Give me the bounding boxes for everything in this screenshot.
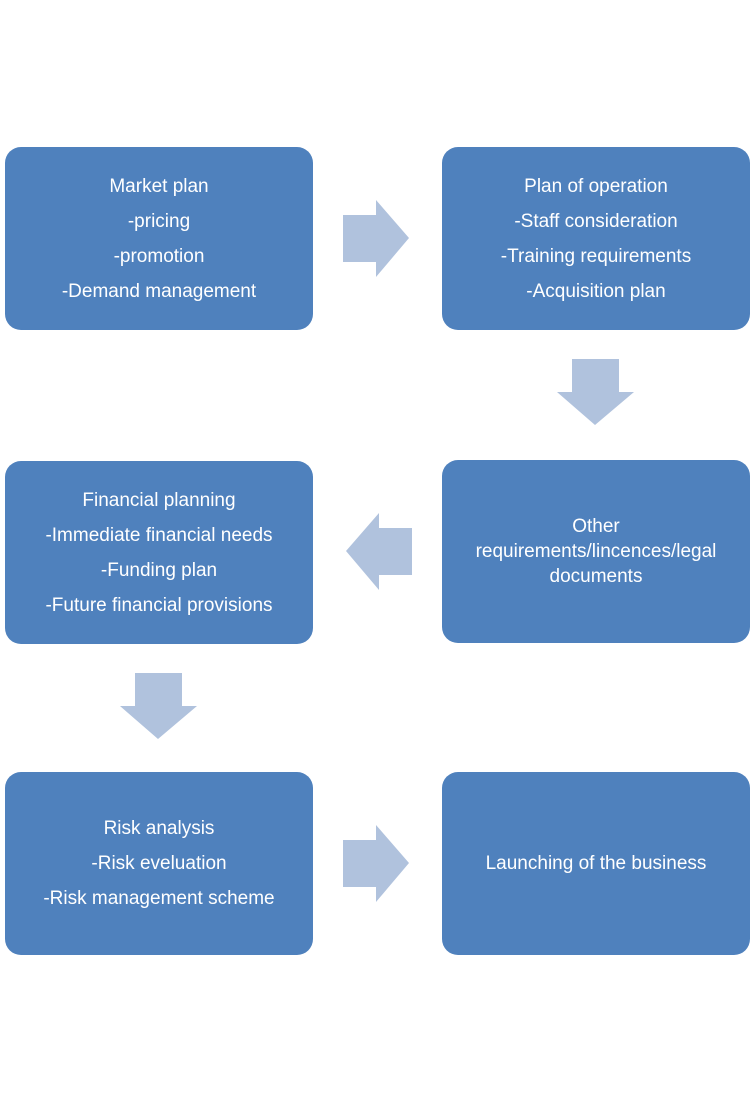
step-title: Risk analysis bbox=[103, 818, 215, 839]
step-title: Financial planning bbox=[82, 489, 236, 511]
step-item: -Funding plan bbox=[100, 559, 218, 581]
step-item: -Risk management scheme bbox=[43, 888, 275, 909]
step-risk-analysis: Risk analysis -Risk eveluation -Risk man… bbox=[5, 772, 313, 955]
step-item: requirements/lincences/legal bbox=[475, 541, 717, 562]
step-title: Market plan bbox=[109, 175, 209, 197]
step-title: Plan of operation bbox=[524, 175, 668, 197]
step-item: -Future financial provisions bbox=[45, 594, 273, 616]
step-item: -Risk eveluation bbox=[91, 853, 227, 874]
step-other-requirements: Other requirements/lincences/legal docum… bbox=[442, 460, 750, 643]
step-item: -Immediate financial needs bbox=[45, 524, 273, 546]
step-item: documents bbox=[549, 566, 643, 587]
step-plan-of-operation: Plan of operation -Staff consideration -… bbox=[442, 147, 750, 330]
arrow-left-icon bbox=[346, 513, 412, 590]
step-item: -Staff consideration bbox=[514, 210, 678, 232]
arrow-right-icon bbox=[343, 825, 409, 902]
step-title: Launching of the business bbox=[485, 853, 707, 874]
step-market-plan: Market plan -pricing -promotion -Demand … bbox=[5, 147, 313, 330]
step-item: -Acquisition plan bbox=[526, 280, 666, 302]
step-item: -promotion bbox=[113, 245, 205, 267]
step-item: -Training requirements bbox=[500, 245, 692, 267]
arrow-down-icon bbox=[120, 673, 197, 739]
step-item: -Demand management bbox=[61, 280, 257, 302]
arrow-down-icon bbox=[557, 359, 634, 425]
step-item: -pricing bbox=[127, 210, 191, 232]
step-title: Other bbox=[572, 516, 620, 537]
step-launching: Launching of the business bbox=[442, 772, 750, 955]
arrow-right-icon bbox=[343, 200, 409, 277]
step-financial-planning: Financial planning -Immediate financial … bbox=[5, 461, 313, 644]
